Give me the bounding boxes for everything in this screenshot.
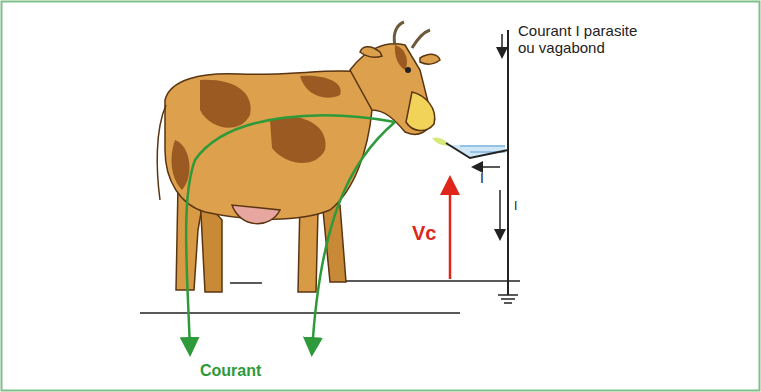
current-arrow xyxy=(501,34,503,56)
current-arrow xyxy=(474,166,500,168)
water-pipe xyxy=(507,30,509,295)
current-label: I xyxy=(480,170,500,186)
voltage-arrow xyxy=(449,180,452,279)
current-note: Courant I parasite ou vagabond xyxy=(518,22,648,57)
voltage-label: Vc xyxy=(412,222,446,245)
current-path xyxy=(186,115,395,352)
current-label: I xyxy=(514,200,534,214)
current-path xyxy=(312,122,395,352)
floor-mark xyxy=(230,282,262,284)
drinking-bowl xyxy=(446,143,508,158)
cow xyxy=(157,22,440,292)
ground-symbol xyxy=(498,295,518,303)
current-caption: Courant xyxy=(200,362,320,380)
floor-line xyxy=(335,280,520,282)
current-arrow xyxy=(499,190,501,238)
